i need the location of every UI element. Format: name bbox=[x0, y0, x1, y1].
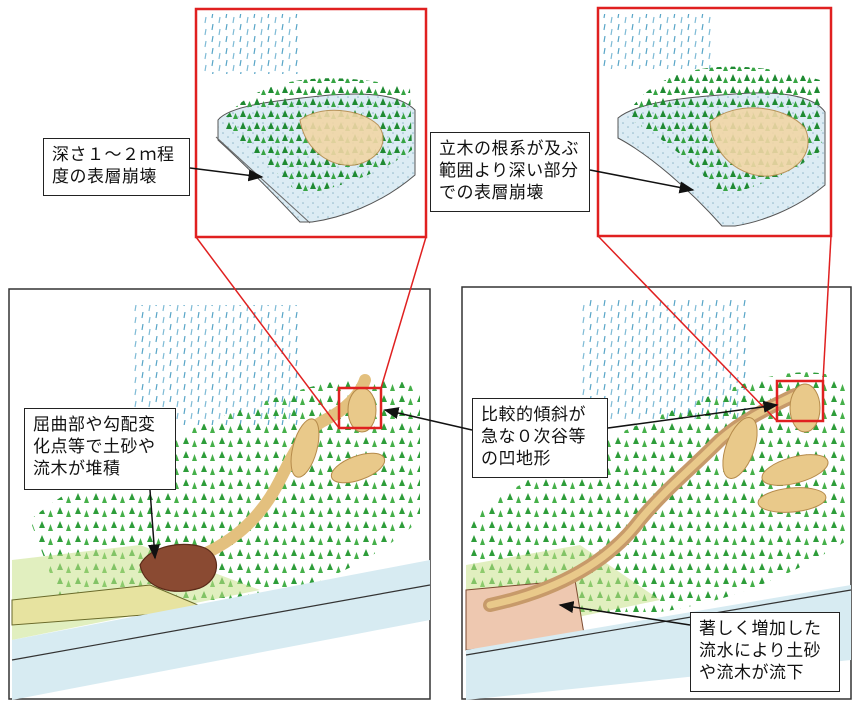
right-inset-rain bbox=[602, 14, 712, 69]
right-channel-core bbox=[486, 391, 799, 609]
left-inset bbox=[194, 7, 428, 239]
right-connector-2 bbox=[822, 235, 832, 382]
left-inset-rain bbox=[200, 14, 300, 74]
right-connector-1 bbox=[597, 235, 778, 422]
left-zoom-box bbox=[337, 386, 383, 430]
left-forest bbox=[30, 378, 420, 600]
callout-deep-line-1: 立木の根系が及ぶ bbox=[439, 139, 579, 159]
callout-deposition-line-2: 化点等で土砂や bbox=[33, 437, 156, 457]
left-inset-scar bbox=[299, 109, 384, 166]
arrow-valley-left bbox=[383, 407, 473, 431]
left-connector-1 bbox=[195, 236, 340, 429]
pointer-arrows bbox=[148, 167, 779, 626]
callout-deposition: 屈曲部や勾配変 化点等で土砂や 流木が堆積 bbox=[24, 408, 176, 490]
callout-deep-collapse: 立木の根系が及ぶ 範囲より深い部分 での表層崩壊 bbox=[430, 132, 590, 212]
callout-deep-line-3: での表層崩壊 bbox=[439, 183, 544, 203]
callout-steep-valley: 比較的傾斜が 急な０次谷等 の凹地形 bbox=[472, 398, 608, 478]
right-inset bbox=[596, 6, 833, 238]
arrow-shallow bbox=[189, 167, 264, 182]
arrow-flowdown bbox=[558, 601, 691, 626]
callout-valley-line-1: 比較的傾斜が bbox=[481, 405, 586, 425]
left-branch-1 bbox=[290, 418, 320, 478]
left-riverbank bbox=[11, 584, 431, 661]
callout-deep-line-2: 範囲より深い部分 bbox=[439, 161, 579, 181]
arrow-deep bbox=[589, 169, 695, 194]
callout-flowdown-line-2: 流水により土砂 bbox=[699, 641, 822, 661]
callout-deposition-line-1: 屈曲部や勾配変 bbox=[33, 415, 156, 435]
right-source-scar bbox=[789, 383, 821, 433]
callout-deposition-line-3: 流木が堆積 bbox=[33, 459, 121, 479]
right-riverbank bbox=[465, 589, 852, 656]
right-branch-1 bbox=[722, 417, 758, 479]
right-branch-2 bbox=[761, 454, 829, 486]
callout-shallow-collapse: 深さ１～２ｍ程 度の表層崩壊 bbox=[43, 138, 190, 196]
left-source-scar bbox=[347, 387, 377, 433]
callout-valley-line-3: の凹地形 bbox=[481, 449, 551, 469]
callout-shallow-line-1: 深さ１～２ｍ程 bbox=[52, 145, 175, 165]
arrow-valley-right bbox=[607, 400, 779, 429]
right-inset-scar bbox=[709, 107, 809, 177]
callout-valley-line-2: 急な０次谷等 bbox=[481, 427, 586, 447]
left-river bbox=[12, 560, 430, 700]
right-branch-3 bbox=[757, 487, 827, 513]
arrow-deposit bbox=[148, 489, 160, 560]
callout-shallow-line-2: 度の表層崩壊 bbox=[52, 167, 157, 187]
left-panel bbox=[8, 288, 431, 700]
callout-flowdown-line-3: や流木が流下 bbox=[699, 663, 804, 683]
left-connector-2 bbox=[380, 236, 427, 389]
zoom-connectors bbox=[195, 235, 832, 429]
callout-flowdown: 著しく増加した 流水により土砂 や流木が流下 bbox=[690, 612, 840, 692]
left-branch-2 bbox=[330, 452, 386, 484]
callout-flowdown-line-1: 著しく増加した bbox=[699, 619, 822, 639]
